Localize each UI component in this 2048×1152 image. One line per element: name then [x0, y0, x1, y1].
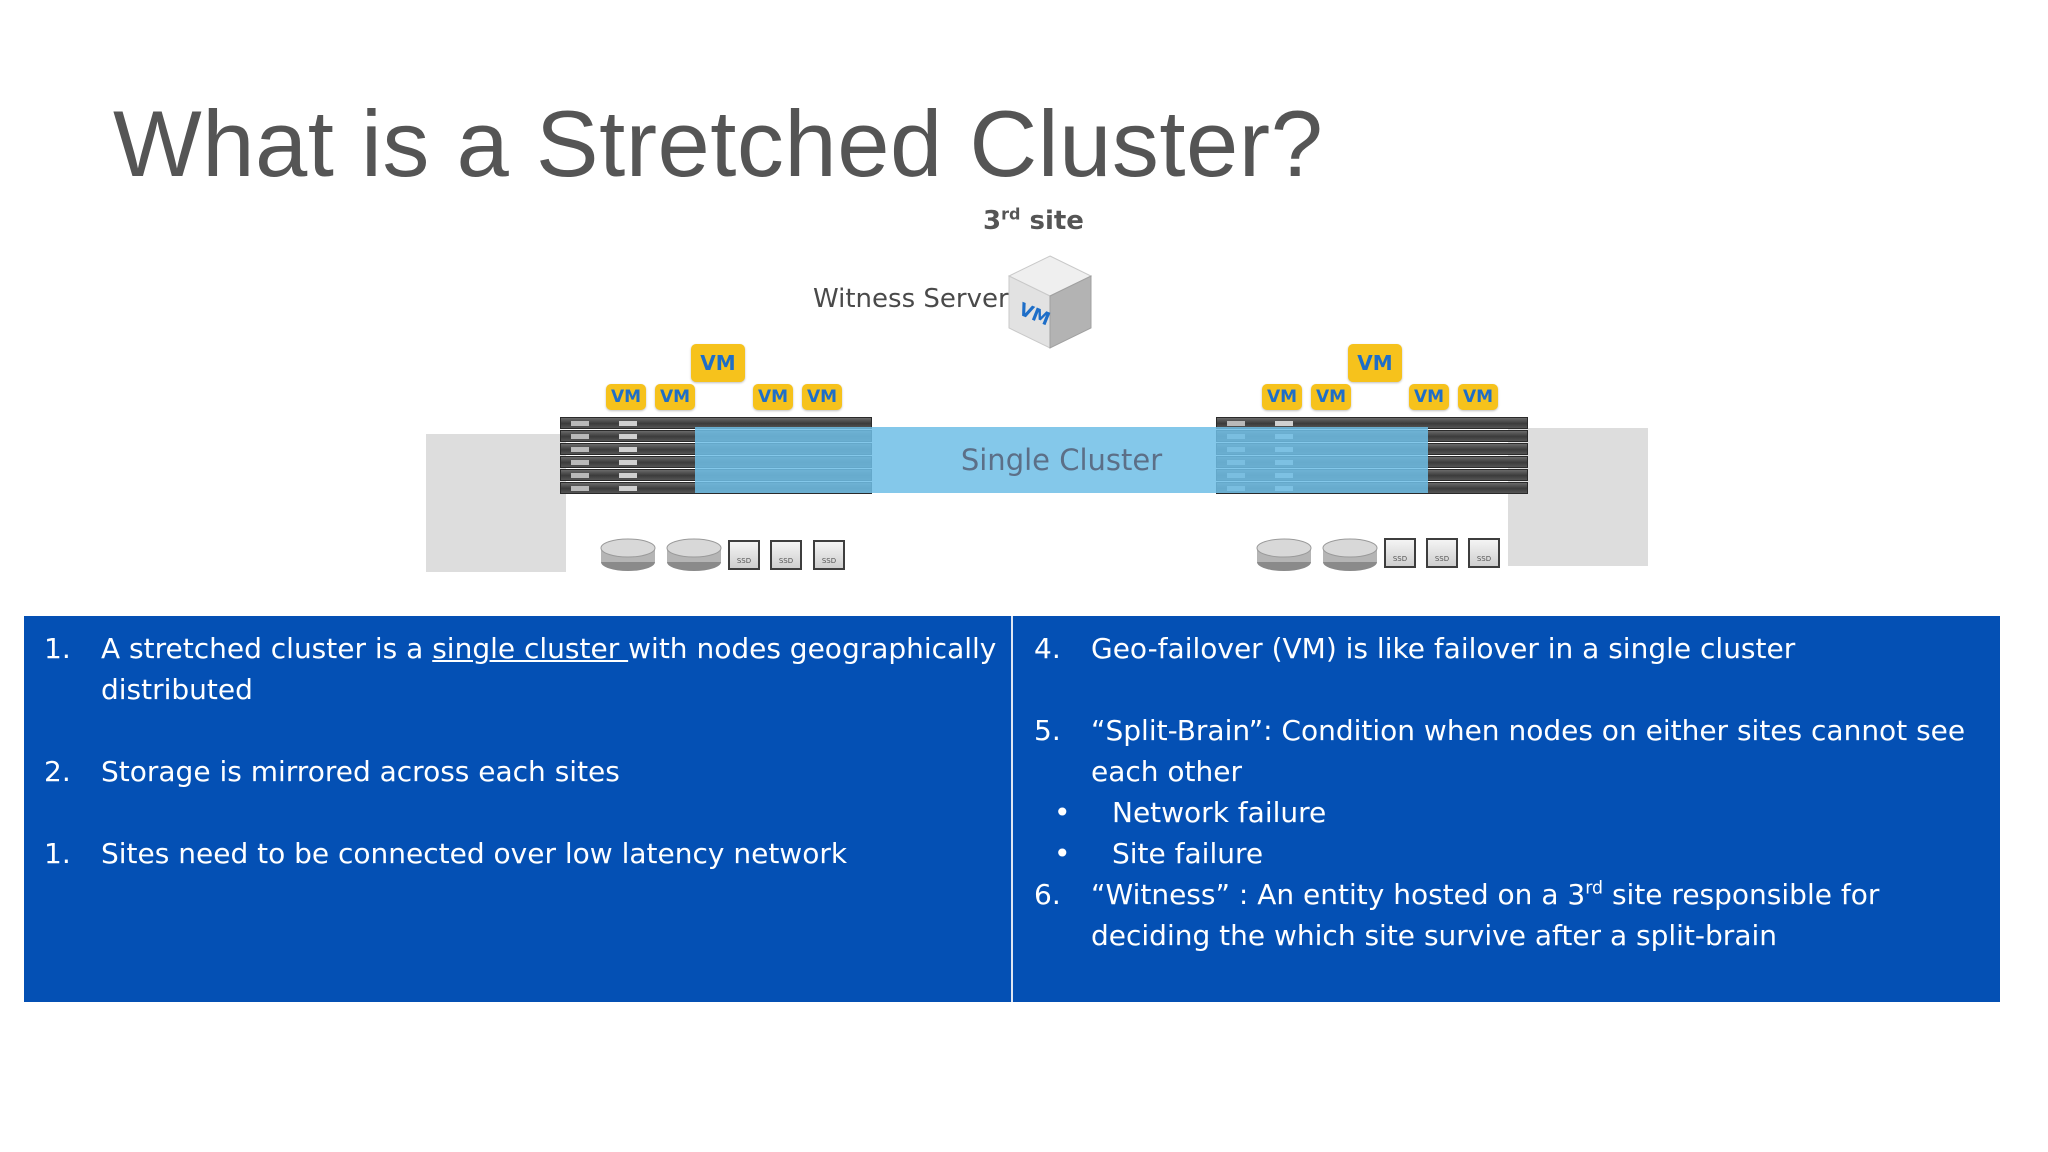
list-number: 1.: [44, 632, 71, 665]
list-number: 1.: [44, 837, 71, 870]
list-number: 2.: [44, 755, 71, 788]
vm-badge: VM: [1348, 344, 1402, 382]
list-text: site responsible for deciding the which …: [1091, 878, 1880, 952]
slide-title: What is a Stretched Cluster?: [113, 91, 1324, 196]
hdd-disk-icon: [666, 538, 722, 572]
list-text: Storage is mirrored across each sites: [101, 755, 620, 788]
third-site-rest: site: [1020, 206, 1084, 236]
vm-badge: VM: [802, 384, 842, 410]
list-item: 6. “Witness” : An entity hosted on a 3rd…: [1034, 874, 1990, 956]
list-item: 2. Storage is mirrored across each sites: [44, 751, 999, 792]
right-site-panel: [1508, 428, 1648, 566]
list-text: with nodes geographically distributed: [101, 632, 997, 706]
vm-badge: VM: [691, 344, 745, 382]
vm-badge: VM: [1409, 384, 1449, 410]
hdd-disk-icon: [600, 538, 656, 572]
bullet-item: • Site failure: [1034, 833, 1990, 874]
single-cluster-band: [695, 427, 1428, 493]
ssd-drive-icon: SSD: [1468, 538, 1500, 568]
third-site-main: 3: [983, 206, 1002, 236]
list-number: 4.: [1034, 632, 1061, 665]
vm-badge: VM: [753, 384, 793, 410]
list-text: “Witness” : An entity hosted on a 3: [1091, 878, 1586, 911]
bullet-item: • Network failure: [1034, 792, 1990, 833]
vm-badge: VM: [1458, 384, 1498, 410]
list-number: 6.: [1034, 878, 1061, 911]
hdd-disk-icon: [1256, 538, 1312, 572]
vm-badge: VM: [655, 384, 695, 410]
third-site-label: 3rd site: [983, 206, 1084, 236]
bullet-dot: •: [1054, 837, 1071, 870]
list-item: 1. A stretched cluster is a single clust…: [44, 628, 999, 710]
third-site-sup: rd: [1001, 204, 1021, 224]
single-cluster-label: Single Cluster: [960, 443, 1163, 477]
column-divider: [1011, 616, 1013, 1002]
ssd-drive-icon: SSD: [1384, 538, 1416, 568]
right-column: 4. Geo-failover (VM) is like failover in…: [1034, 628, 1990, 956]
vm-badge: VM: [1311, 384, 1351, 410]
list-item: 1. Sites need to be connected over low l…: [44, 833, 999, 874]
vm-badge: VM: [1262, 384, 1302, 410]
list-item: 5. “Split-Brain”: Condition when nodes o…: [1034, 710, 1990, 792]
ssd-drive-icon: SSD: [770, 540, 802, 570]
witness-vm-cube-icon: VM: [1005, 252, 1095, 352]
bullet-text: Network failure: [1112, 796, 1327, 829]
superscript: rd: [1585, 878, 1604, 899]
left-column: 1. A stretched cluster is a single clust…: [44, 628, 999, 874]
single-cluster-underlined: single cluster: [432, 632, 629, 665]
bullet-text: Site failure: [1112, 837, 1264, 870]
left-site-panel: [426, 434, 566, 572]
list-text: A stretched cluster is a: [101, 632, 433, 665]
list-text: Sites need to be connected over low late…: [101, 837, 848, 870]
list-text: Geo-failover (VM) is like failover in a …: [1091, 632, 1796, 665]
ssd-drive-icon: SSD: [813, 540, 845, 570]
ssd-drive-icon: SSD: [728, 540, 760, 570]
hdd-disk-icon: [1322, 538, 1378, 572]
ssd-drive-icon: SSD: [1426, 538, 1458, 568]
bullet-dot: •: [1054, 796, 1071, 829]
list-text: “Split-Brain”: Condition when nodes on e…: [1091, 714, 1966, 788]
list-item: 4. Geo-failover (VM) is like failover in…: [1034, 628, 1990, 669]
vm-badge: VM: [606, 384, 646, 410]
list-number: 5.: [1034, 714, 1061, 747]
witness-server-label: Witness Server: [813, 284, 1009, 314]
